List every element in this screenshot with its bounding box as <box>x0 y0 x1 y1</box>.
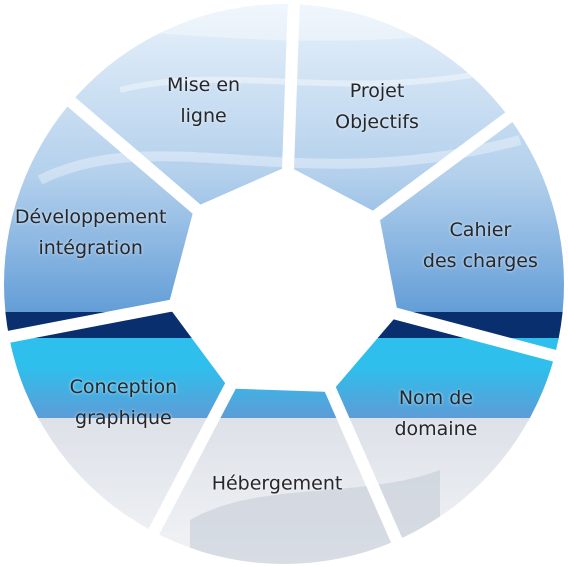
sky-streak <box>119 57 541 93</box>
sky-streak <box>37 135 522 185</box>
sky-sheen <box>4 4 564 41</box>
center-hole <box>168 166 399 393</box>
